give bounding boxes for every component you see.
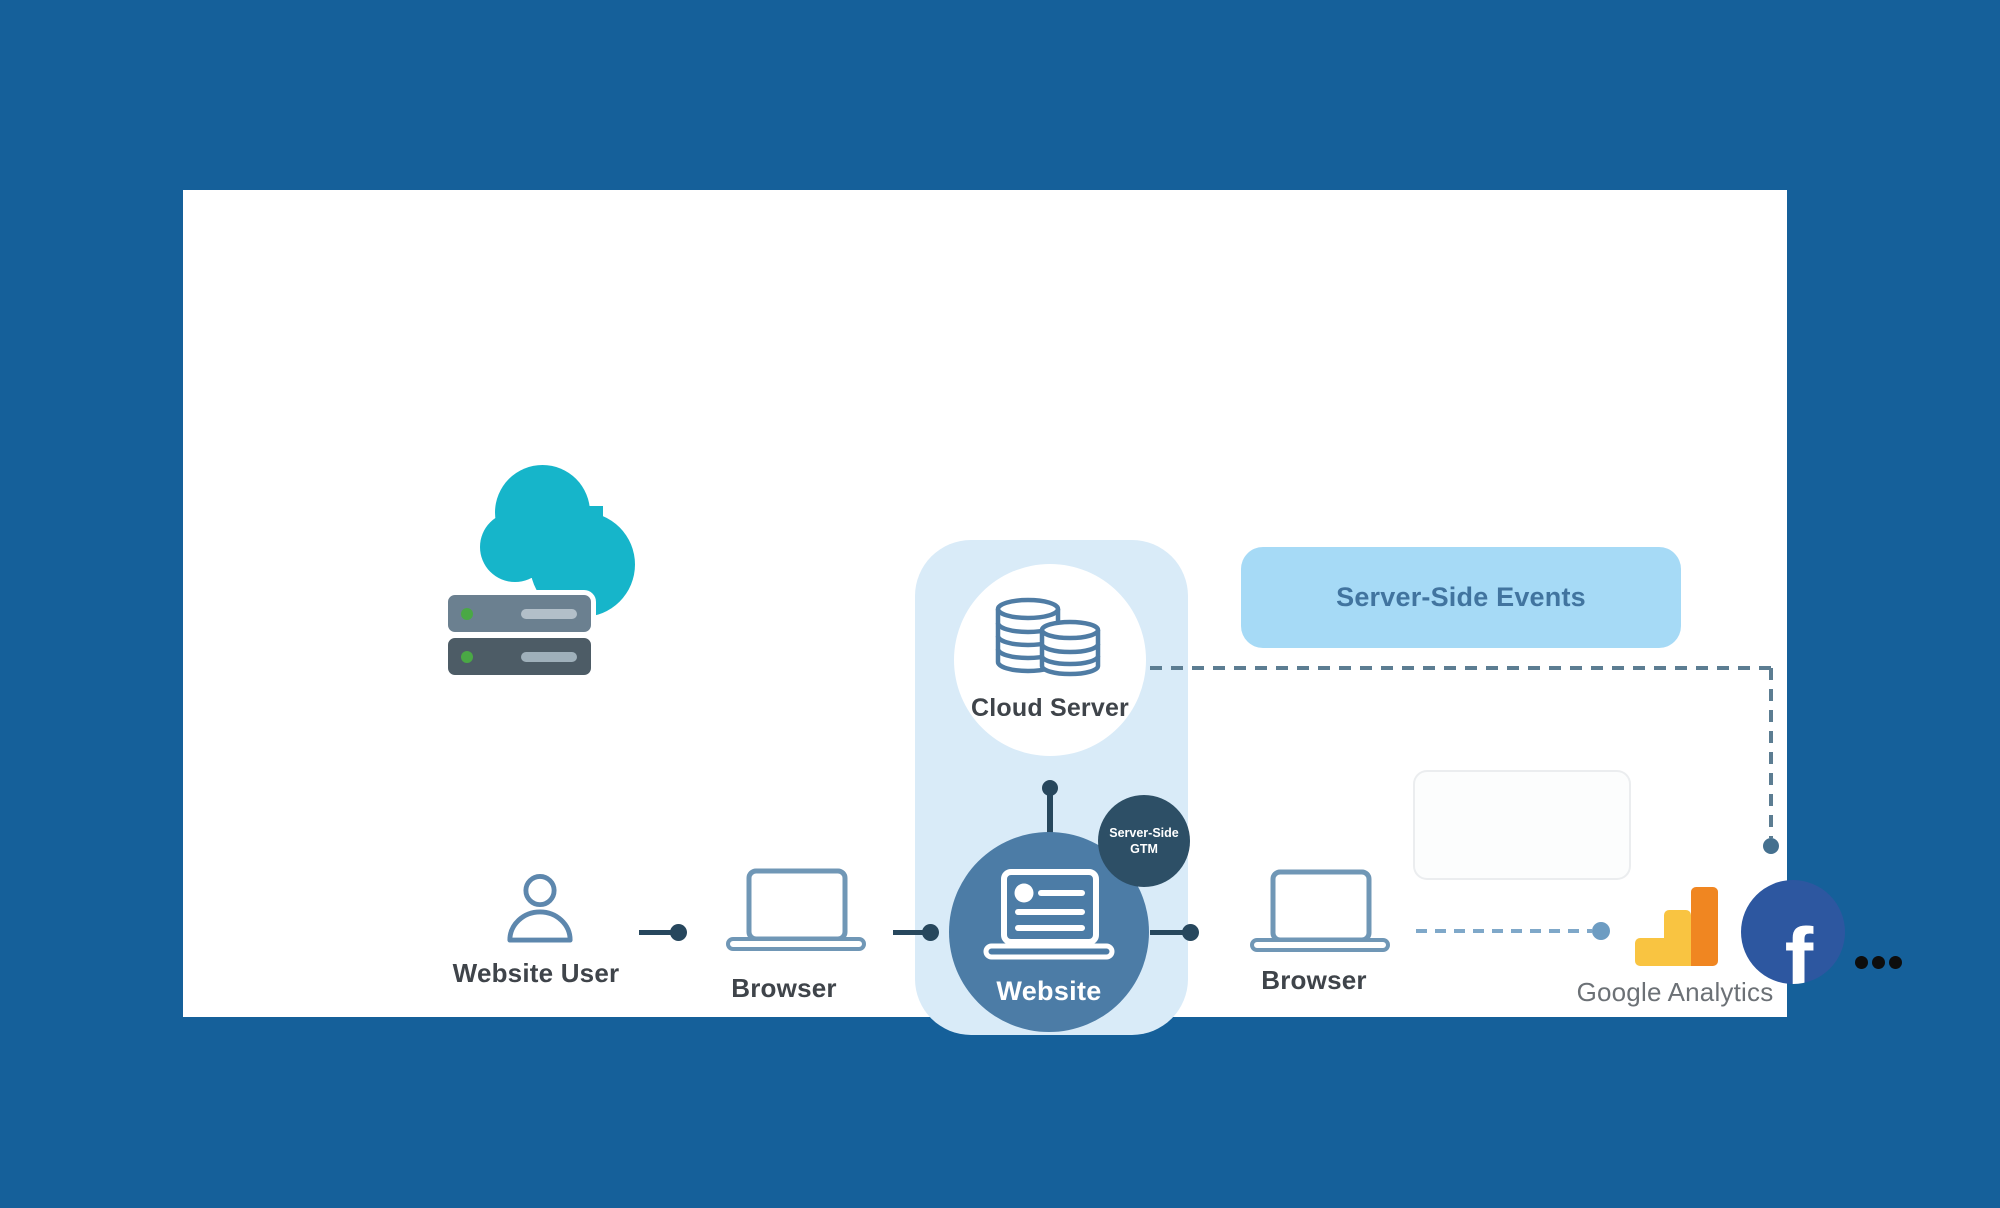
server-side-events-box: Server-Side Events <box>1241 547 1681 648</box>
status-led-icon <box>461 650 473 663</box>
website-user-label: Website User <box>452 958 620 988</box>
ellipsis-dot <box>1855 956 1868 969</box>
google-analytics-icon <box>1635 887 1718 966</box>
facebook-icon: f <box>1741 880 1845 984</box>
cloud-hosting-logo <box>441 460 661 688</box>
browser-laptop-icon <box>1250 869 1390 952</box>
dashed-connector-end-dot <box>1763 838 1779 854</box>
website-label: Website <box>996 976 1102 1006</box>
arrow-connector-dot <box>670 924 687 941</box>
google-analytics-label: Google Analytics <box>1576 977 1774 1007</box>
gtm-badge-line2: GTM <box>1130 842 1158 856</box>
cloud-lobe <box>503 506 603 578</box>
ellipsis-dot <box>1889 956 1902 969</box>
browser-laptop-icon <box>726 868 866 951</box>
status-led-icon <box>461 607 473 620</box>
browser-left-label: Browser <box>731 973 837 1003</box>
dashed-connector-light-dot <box>1592 922 1610 940</box>
ga-bar-small <box>1635 938 1664 966</box>
arrow-connector-dot <box>1182 924 1199 941</box>
arrow-connector-line <box>893 930 925 935</box>
cloud-server-label: Cloud Server <box>970 694 1129 722</box>
drive-bar-icon <box>521 608 577 619</box>
arrow-connector-line <box>639 930 673 935</box>
website-node: Website <box>949 832 1149 1032</box>
ga-bar-medium <box>1664 910 1691 966</box>
server-side-events-label: Server-Side Events <box>1336 582 1586 612</box>
gtm-badge-line1: Server-Side <box>1109 825 1179 840</box>
server-rack-icon <box>443 590 596 637</box>
server-side-gtm-badge: Server-Side GTM <box>1098 795 1190 887</box>
server-rack-icon <box>443 633 596 680</box>
arrow-connector-dot <box>922 924 939 941</box>
ellipsis-icon <box>1855 956 1902 969</box>
webpage-laptop-icon <box>983 869 1115 960</box>
facebook-letter: f <box>1784 910 1814 984</box>
arrow-connector-line <box>1150 930 1184 935</box>
browser-right-label: Browser <box>1261 965 1367 995</box>
dashed-connector-horizontal <box>1150 666 1771 670</box>
cloud-server-node: Cloud Server <box>954 564 1146 756</box>
diagram-canvas: Cloud Server Website Server-Side GTM <box>183 190 1902 1035</box>
ghost-box <box>1413 770 1631 880</box>
database-icon <box>995 597 1101 677</box>
ellipsis-dot <box>1872 956 1885 969</box>
connector-dot <box>1042 780 1058 796</box>
dashed-connector-vertical <box>1769 668 1773 838</box>
user-icon <box>507 874 573 943</box>
connector-line <box>1047 794 1053 838</box>
drive-bar-icon <box>521 651 577 662</box>
dashed-connector-light <box>1416 929 1592 933</box>
ga-bar-tall <box>1691 887 1718 966</box>
